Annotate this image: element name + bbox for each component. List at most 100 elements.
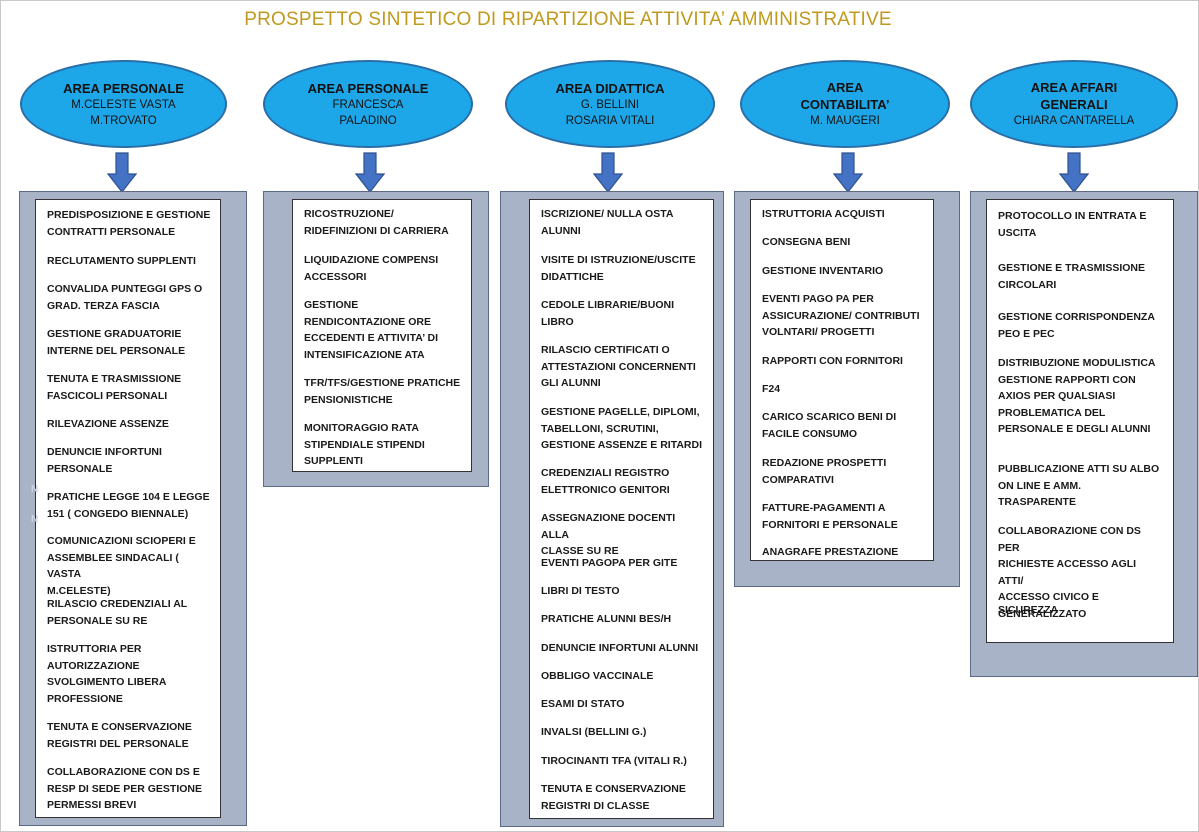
text-line: TENUTA E CONSERVAZIONE bbox=[47, 721, 192, 733]
task-item: TIROCINANTI TFA (VITALI R.) bbox=[541, 753, 704, 770]
task-item: GESTIONE INVENTARIO bbox=[762, 263, 924, 280]
down-arrow-icon bbox=[593, 152, 623, 193]
text-line: ECCEDENTI E ATTIVITA’ DI bbox=[304, 332, 438, 344]
task-item: EVENTI PAGOPA PER GITE bbox=[541, 555, 704, 572]
text-line: USCITA bbox=[998, 226, 1037, 239]
text-line: GESTIONE GRADUATORIE bbox=[47, 328, 182, 340]
area-staff-names: G. BELLINI ROSARIA VITALI bbox=[566, 97, 655, 129]
text-line: RILEVAZIONE ASSENZE bbox=[47, 418, 169, 430]
text-line: ATTESTAZIONI CONCERNENTI bbox=[541, 360, 696, 373]
text-line: EVENTI PAGOPA PER GITE bbox=[541, 557, 678, 569]
text-line: INTENSIFICAZIONE ATA bbox=[304, 348, 425, 361]
task-item: DENUNCIE INFORTUNI ALUNNI bbox=[541, 640, 704, 657]
text-line: REGISTRI DEL PERSONALE bbox=[47, 737, 189, 750]
text-line: LIBRI DI TESTO bbox=[541, 585, 620, 597]
text-line: FORNITORI E PERSONALE bbox=[762, 518, 898, 531]
text-line: PERMESSI BREVI bbox=[47, 799, 137, 811]
text-line: AREA bbox=[826, 80, 864, 95]
text-line: DENUNCIE INFORTUNI ALUNNI bbox=[541, 642, 699, 654]
down-arrow-icon bbox=[1059, 152, 1089, 193]
text-line: MONITORAGGIO RATA bbox=[304, 422, 419, 434]
text-line: GRAD. TERZA FASCIA bbox=[47, 299, 160, 312]
text-line: AREA PERSONALE bbox=[63, 80, 184, 96]
task-item: PRATICHE ALUNNI BES/H bbox=[541, 611, 704, 628]
text-line: M.TROVATO bbox=[90, 114, 157, 127]
text-line: GESTIONE INVENTARIO bbox=[762, 265, 884, 277]
text-line: AXIOS PER QUALSIASI bbox=[998, 390, 1116, 402]
text-line: REDAZIONE PROSPETTI bbox=[762, 457, 887, 469]
text-line: GESTIONE CORRISPONDENZA bbox=[998, 311, 1155, 323]
text-line: LIBRO bbox=[541, 315, 574, 328]
text-line: AREA AFFARI bbox=[1030, 80, 1118, 95]
task-item: ISTRUTTORIA ACQUISTI bbox=[762, 206, 924, 223]
area-staff-names: M.CELESTE VASTA M.TROVATO bbox=[71, 97, 175, 129]
text-line: VISITE DI ISTRUZIONE/USCITE bbox=[541, 254, 696, 266]
text-line: RILASCIO CERTIFICATI O bbox=[541, 344, 670, 356]
task-item: RILEVAZIONE ASSENZE bbox=[47, 416, 211, 433]
text-line: ASSEMBLEE SINDACALI ( VASTA bbox=[47, 551, 179, 581]
text-line: CEDOLE LIBRARIE/BUONI bbox=[541, 299, 675, 311]
area-header-ellipse: AREA PERSONALE M.CELESTE VASTA M.TROVATO bbox=[20, 60, 227, 148]
text-line: TIROCINANTI TFA (VITALI R.) bbox=[541, 755, 687, 767]
down-arrow-icon bbox=[107, 152, 137, 193]
text-line: GESTIONE E TRASMISSIONE bbox=[998, 262, 1146, 274]
text-line: GLI ALUNNI bbox=[541, 377, 601, 389]
text-line: GENERALIZZATO bbox=[998, 607, 1087, 620]
text-line: GESTIONE RAPPORTI CON bbox=[998, 373, 1136, 386]
task-item: CONSEGNA BENI bbox=[762, 234, 924, 251]
text-line: PRATICHE LEGGE 104 E LEGGE bbox=[47, 491, 210, 503]
text-line: CARICO SCARICO BENI DI bbox=[762, 411, 897, 423]
text-line: ISTRUTTORIA ACQUISTI bbox=[762, 208, 885, 220]
text-line: OBBLIGO VACCINALE bbox=[541, 670, 654, 682]
area-title: AREA PERSONALE bbox=[63, 80, 184, 97]
text-line: FATTURE-PAGAMENTI A bbox=[762, 502, 886, 514]
text-line: RENDICONTAZIONE ORE bbox=[304, 315, 431, 328]
down-arrow-icon bbox=[833, 152, 863, 193]
area-staff-names: M. MAUGERI bbox=[810, 113, 880, 129]
stray-mark: N bbox=[31, 514, 39, 525]
text-line: GESTIONE bbox=[304, 299, 359, 311]
text-line: ACCESSORI bbox=[304, 270, 367, 283]
task-list-box: ISTRUTTORIA ACQUISTI CONSEGNA BENI GESTION… bbox=[750, 199, 934, 561]
text-line: M.CELESTE VASTA bbox=[71, 98, 176, 111]
text-line: G. BELLINI bbox=[580, 98, 640, 111]
text-line: ON LINE E AMM. bbox=[998, 479, 1082, 492]
task-item: F24 bbox=[762, 381, 924, 398]
text-line: ALUNNI bbox=[541, 224, 581, 237]
text-line: RICOSTRUZIONE/ bbox=[304, 208, 394, 220]
task-item: RICOSTRUZIONE/RIDEFINIZIONI DI CARRIERA bbox=[304, 206, 462, 239]
text-line: CHIARA CANTARELLA bbox=[1013, 115, 1135, 127]
text-line: PERSONALE SU RE bbox=[47, 614, 148, 627]
text-line: SUPPLENTI bbox=[304, 455, 363, 467]
area-staff-names: CHIARA CANTARELLA bbox=[1014, 113, 1135, 129]
text-line: M.CELESTE) bbox=[47, 584, 111, 597]
text-line: EVENTI PAGO PA PER bbox=[762, 293, 874, 305]
text-line: FRANCESCA bbox=[332, 98, 404, 111]
task-item: MONITORAGGIO RATA STIPENDIALE STIPENDI SUP… bbox=[304, 420, 462, 470]
text-line: ROSARIA VITALI bbox=[565, 114, 655, 127]
task-item: RILASCIO CERTIFICATI O ATTESTAZIONI CONCE… bbox=[541, 342, 704, 392]
text-line: ESAMI DI STATO bbox=[541, 698, 625, 710]
area-title: AREA PERSONALE bbox=[308, 80, 429, 97]
text-line: RIDEFINIZIONI DI CARRIERA bbox=[304, 224, 449, 237]
task-item: INVALSI (BELLINI G.) bbox=[541, 724, 704, 741]
task-item: CEDOLE LIBRARIE/BUONI LIBRO bbox=[541, 297, 704, 330]
text-line: STIPENDIALE STIPENDI bbox=[304, 438, 425, 451]
